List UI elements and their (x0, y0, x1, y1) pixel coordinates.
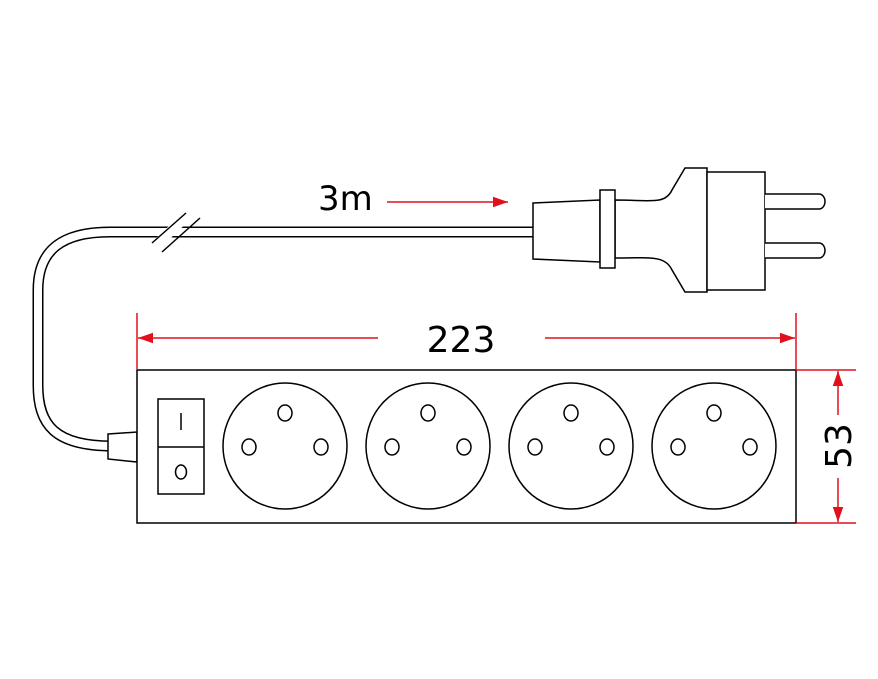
width-label: 223 (427, 320, 496, 361)
power-switch (157, 398, 205, 495)
socket-pin-hole (241, 438, 257, 456)
sockets (222, 382, 777, 510)
socket-face (508, 382, 634, 510)
socket (651, 382, 777, 510)
plug-boot (532, 199, 601, 263)
socket-pin-hole (742, 438, 758, 456)
socket-pin-hole (599, 438, 615, 456)
cord-length-label: 3m (318, 179, 373, 219)
power-cord (32, 209, 536, 452)
socket-earth-hole (706, 404, 722, 422)
socket (222, 382, 348, 510)
socket-earth-hole (277, 404, 293, 422)
socket-pin-hole (456, 438, 472, 456)
plug-pin (765, 242, 826, 259)
plug-body (614, 167, 708, 293)
socket (365, 382, 491, 510)
height-label: 53 (819, 423, 860, 469)
socket-pin-hole (670, 438, 686, 456)
socket-pin-hole (527, 438, 543, 456)
socket-face (365, 382, 491, 510)
socket-face (222, 382, 348, 510)
socket-face (651, 382, 777, 510)
switch-off-symbol (174, 464, 188, 480)
socket-pin-hole (313, 438, 329, 456)
plug-head (706, 171, 766, 291)
socket-earth-hole (563, 404, 579, 422)
cord-break-mark (161, 217, 201, 253)
cord-strain-relief (107, 431, 138, 463)
plug (532, 167, 826, 293)
socket (508, 382, 634, 510)
socket-pin-hole (384, 438, 400, 456)
plug-pin (765, 193, 826, 210)
plug-collar (599, 189, 616, 269)
socket-earth-hole (420, 404, 436, 422)
cord-break-mark (151, 212, 187, 244)
